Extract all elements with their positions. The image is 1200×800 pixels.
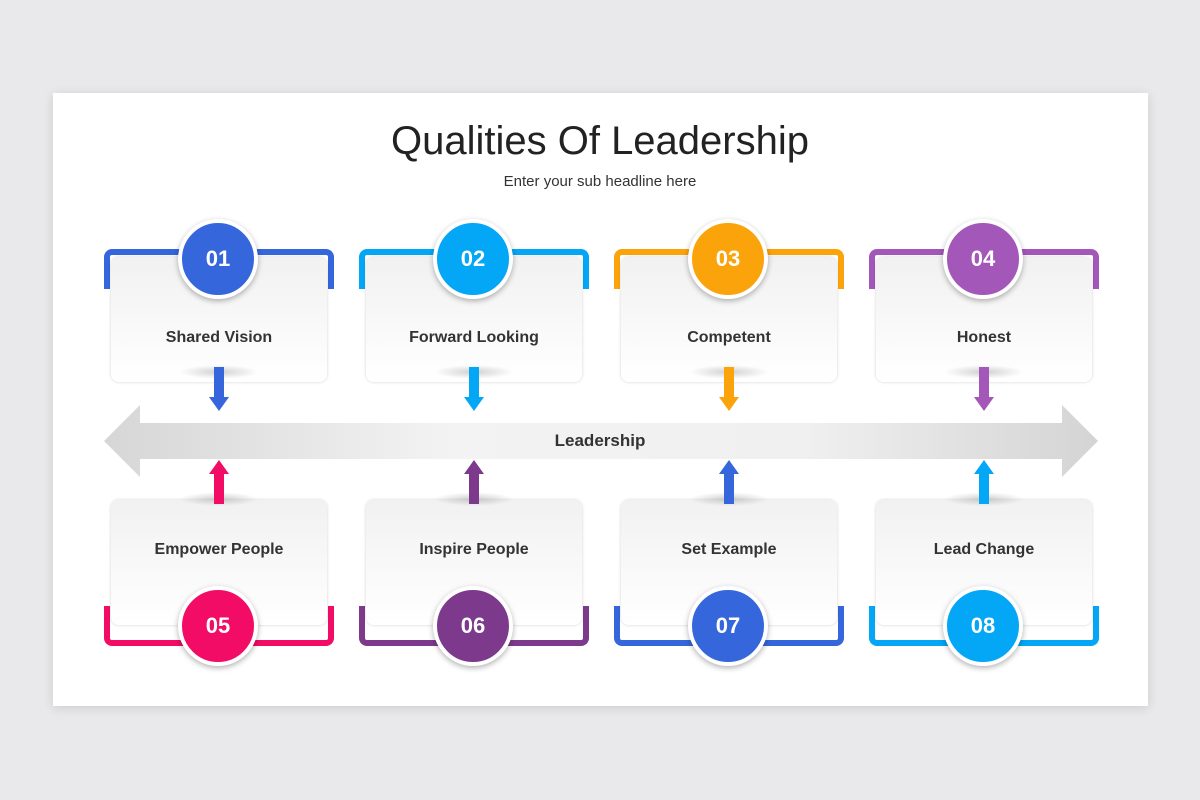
leadership-double-arrow (104, 405, 1098, 477)
quality-label: Empower People (154, 541, 284, 558)
quality-label: Shared Vision (165, 329, 273, 346)
number-badge: 07 (688, 586, 768, 666)
quality-item-02: Forward Looking 02 (359, 219, 589, 479)
quality-label: Set Example (681, 541, 777, 558)
quality-label: Inspire People (419, 541, 529, 558)
arrow-up-icon (719, 460, 739, 504)
quality-label: Honest (956, 329, 1012, 346)
number-badge: 05 (178, 586, 258, 666)
number-badge: 02 (433, 219, 513, 299)
arrow-down-icon (209, 367, 229, 411)
quality-item-05: Empower People 05 (104, 406, 334, 666)
quality-item-01: Shared Vision 01 (104, 219, 334, 479)
slide-title: Qualities Of Leadership (390, 119, 809, 163)
quality-label: Competent (687, 329, 771, 346)
leadership-label: Leadership (554, 431, 646, 450)
number-badge: 08 (943, 586, 1023, 666)
number-badge: 01 (178, 219, 258, 299)
arrow-up-icon (464, 460, 484, 504)
arrow-down-icon (464, 367, 484, 411)
slide-subtitle: Enter your sub headline here (503, 173, 697, 190)
quality-item-03: Competent 03 (614, 219, 844, 479)
quality-item-06: Inspire People 06 (359, 406, 589, 666)
quality-label: Lead Change (933, 541, 1035, 558)
quality-label: Forward Looking (409, 329, 539, 346)
number-badge: 03 (688, 219, 768, 299)
arrow-up-icon (974, 460, 994, 504)
arrow-down-icon (719, 367, 739, 411)
quality-item-08: Lead Change 08 (869, 406, 1099, 666)
arrow-up-icon (209, 460, 229, 504)
quality-item-04: Honest 04 (869, 219, 1099, 479)
quality-item-07: Set Example 07 (614, 406, 844, 666)
arrow-down-icon (974, 367, 994, 411)
number-badge: 04 (943, 219, 1023, 299)
number-badge: 06 (433, 586, 513, 666)
